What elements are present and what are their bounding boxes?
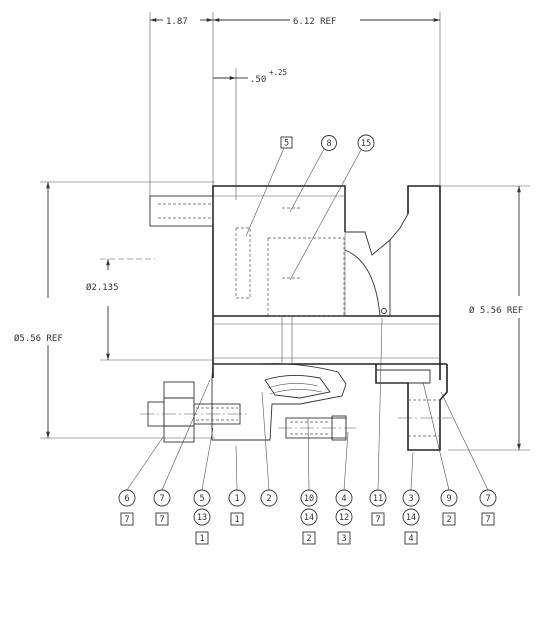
leader-line <box>440 391 489 491</box>
balloon-circle <box>153 489 171 507</box>
balloon-square <box>442 512 456 526</box>
balloon-circle-number: 2 <box>266 494 271 504</box>
dim-dia-5-56-ref-left: Ø5.56 REF <box>14 333 63 344</box>
leader-line <box>343 431 349 491</box>
balloon-square-number: 1 <box>234 515 239 525</box>
balloon-square-number: 7 <box>124 515 129 525</box>
balloon-square-number: 2 <box>306 534 311 544</box>
balloon-square <box>371 512 385 526</box>
balloon-circle-number: 1 <box>234 494 239 504</box>
dim-0-50: .50 <box>250 75 266 85</box>
balloon-circle <box>335 508 353 526</box>
side-dimensions: Ø5.56 REF Ø2.135 Ø 5.56 REF <box>14 181 530 451</box>
balloon-circle-number: 6 <box>124 494 129 504</box>
balloon-circle-number: 7 <box>159 494 164 504</box>
balloon-square-number: 7 <box>159 515 164 525</box>
leader-line <box>422 381 450 491</box>
balloon-circle <box>335 489 353 507</box>
balloon-square <box>337 531 351 545</box>
balloon-circle-number: 14 <box>304 513 314 523</box>
balloon-circle <box>300 489 318 507</box>
balloon-circle <box>260 489 278 507</box>
balloon-square-number: 4 <box>408 534 413 544</box>
balloon-square-number: 3 <box>341 534 346 544</box>
balloon-square-number: 7 <box>485 515 490 525</box>
balloon-square <box>155 512 169 526</box>
balloon-circle-number: 14 <box>406 513 416 523</box>
top-dimensions: 1.87 6.12 REF .50 +.25 <box>149 12 441 205</box>
balloon-circle <box>369 489 387 507</box>
dim-dia-5-56-ref-right: Ø 5.56 REF <box>469 305 523 316</box>
balloon-square-5: 5 <box>284 139 289 149</box>
balloon-circle-number: 10 <box>304 494 314 504</box>
balloon-square <box>481 512 495 526</box>
balloon-circle <box>300 508 318 526</box>
balloon-square <box>195 531 209 545</box>
leader-line <box>377 317 383 491</box>
balloon-circle <box>440 489 458 507</box>
leader-line <box>235 445 238 491</box>
dim-1-87: 1.87 <box>166 17 188 27</box>
balloon-square <box>404 531 418 545</box>
top-balloons: 5 8 15 <box>245 134 375 281</box>
dim-0-50-tolerance: +.25 <box>269 68 287 77</box>
dim-6-12-ref: 6.12 REF <box>293 17 336 27</box>
balloon-square-number: 7 <box>375 515 380 525</box>
balloon-circle-number: 7 <box>485 494 490 504</box>
balloon-square <box>302 531 316 545</box>
balloon-circle <box>118 489 136 507</box>
leader-line <box>261 391 270 491</box>
balloon-circle-number: 13 <box>197 513 207 523</box>
balloon-circle-number: 3 <box>408 494 413 504</box>
balloon-square <box>120 512 134 526</box>
balloon-circle <box>193 508 211 526</box>
balloon-circle-number: 4 <box>341 494 346 504</box>
balloon-circle <box>193 489 211 507</box>
balloon-circle <box>402 489 420 507</box>
balloon-square-number: 2 <box>446 515 451 525</box>
balloon-circle <box>228 489 246 507</box>
balloon-square <box>230 512 244 526</box>
leader-line <box>307 417 310 491</box>
balloon-15: 15 <box>361 139 371 149</box>
balloon-circle-number: 12 <box>339 513 349 523</box>
leader-line <box>410 451 414 491</box>
leader-line <box>161 379 211 491</box>
leader-line <box>126 436 164 491</box>
balloon-circle-number: 9 <box>446 494 451 504</box>
balloon-square-number: 1 <box>199 534 204 544</box>
balloon-circle-number: 11 <box>373 494 383 504</box>
balloon-circle <box>479 489 497 507</box>
leader-line <box>201 427 214 491</box>
assembly-outline <box>140 185 452 451</box>
balloon-circle-number: 5 <box>199 494 204 504</box>
dim-dia-2-135: Ø2.135 <box>86 282 119 293</box>
balloon-8: 8 <box>326 139 331 149</box>
balloon-circle <box>402 508 420 526</box>
